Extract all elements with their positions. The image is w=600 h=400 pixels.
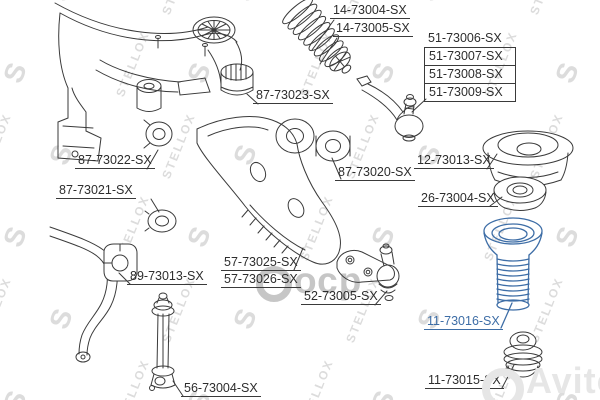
part-label-26-73004: 26-73004-SX [418, 191, 498, 207]
part-label-12-73013: 12-73013-SX [414, 153, 494, 169]
part-label-56-73004: 56-73004-SX [181, 381, 261, 397]
stamp-text: оср [294, 259, 363, 301]
ball-joint-drawing [336, 243, 400, 301]
part-label-box: 51-73007-SX 51-73008-SX 51-73009-SX [424, 48, 516, 102]
stamp-ring-icon [256, 266, 292, 302]
part-label-51-73007: 51-73007-SX [425, 48, 515, 66]
tie-rod-end-drawing [356, 75, 424, 142]
part-label-group-51: 51-73006-SX 51-73007-SX 51-73008-SX 51-7… [424, 31, 516, 102]
part-label-89-73013: 89-73013-SX [127, 269, 207, 285]
subframe-drawing [54, 2, 254, 162]
part-label-87-73022: 87-73022-SX [75, 153, 155, 169]
bushing-87-73022-drawing [143, 119, 173, 149]
stamp-watermark: оср [256, 258, 362, 302]
stabilizer-link-drawing [149, 292, 176, 391]
part-label-14-73004: 14-73004-SX [330, 3, 410, 19]
leader-lines [118, 19, 515, 397]
part-label-57-73026: 57-73026-SX [221, 272, 301, 288]
part-label-51-73009: 51-73009-SX [425, 84, 515, 102]
highlight-leader-line [500, 302, 513, 329]
dust-boot-drawing-highlighted [483, 217, 543, 329]
stabilizer-bushing-drawing [103, 243, 138, 282]
steering-boot-drawing [282, 0, 352, 74]
part-label-87-73021: 87-73021-SX [56, 183, 136, 199]
part-label-11-73016-highlighted: 11-73016-SX [424, 314, 503, 330]
part-label-87-73023: 87-73023-SX [253, 88, 333, 104]
part-label-51-73008: 51-73008-SX [425, 66, 515, 84]
marketplace-name: Avito [526, 360, 600, 400]
stabilizer-bar-drawing [49, 226, 118, 363]
part-label-52-73005: 52-73005-SX [301, 289, 381, 305]
control-arm-drawing [196, 116, 341, 265]
bushing-87-73020-drawing [315, 130, 351, 162]
part-label-57-73025: 57-73025-SX [221, 255, 301, 271]
marketplace-logo-icon [482, 368, 524, 400]
part-label-14-73005: 14-73005-SX [333, 21, 413, 37]
bump-stop-drawing [503, 331, 543, 378]
bearing-drawing [493, 176, 547, 211]
bushing-87-73023-drawing [220, 63, 254, 96]
bushing-87-73021-drawing [144, 209, 177, 233]
strut-mount-drawing [482, 130, 574, 187]
marketplace-watermark: Avito [482, 352, 600, 400]
part-label-51-73006: 51-73006-SX [424, 31, 516, 48]
part-label-87-73020: 87-73020-SX [335, 165, 415, 181]
